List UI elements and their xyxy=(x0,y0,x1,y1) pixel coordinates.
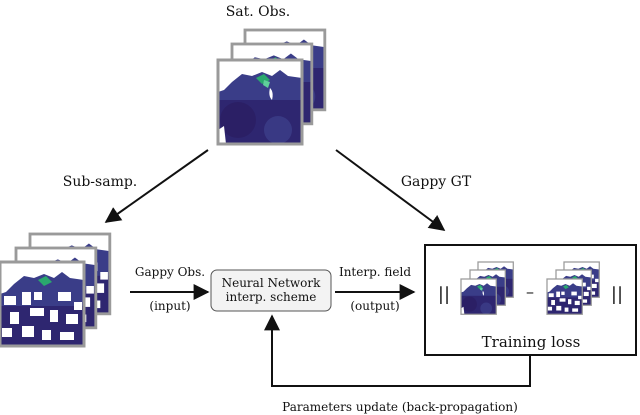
input-label: (input) xyxy=(149,299,190,313)
satellite-image-stack-icon xyxy=(216,28,327,146)
gappy-obs-label: Gappy Obs. xyxy=(135,265,205,279)
minus-sign: – xyxy=(526,282,534,301)
norm-right-bars: || xyxy=(611,284,623,305)
interp-image-stack-icon xyxy=(460,261,514,315)
backprop-feedback-arrow xyxy=(264,314,531,387)
sat-obs-label: Sat. Obs. xyxy=(226,4,291,20)
gappy-gt-image-stack-icon xyxy=(546,261,600,315)
gappy-image-stack-icon xyxy=(0,232,112,348)
training-loss-frame xyxy=(424,244,637,356)
training-loss-box: || – || Training loss xyxy=(424,244,637,356)
neural-network-box xyxy=(210,269,332,312)
neural-network-title: Neural Network xyxy=(222,276,322,290)
output-label: (output) xyxy=(350,299,399,313)
neural-network-node: Neural Network interp. scheme xyxy=(210,269,332,312)
training-loss-label: Training loss xyxy=(482,333,581,351)
neural-network-subtitle: interp. scheme xyxy=(226,290,317,304)
gappy-gt-arrow xyxy=(335,149,446,231)
sub-samp-label: Sub-samp. xyxy=(63,174,138,190)
norm-left-bars: || xyxy=(438,284,450,305)
gappy-gt-label: Gappy GT xyxy=(401,174,472,190)
interp-field-label: Interp. field xyxy=(339,265,411,279)
sub-samp-arrow xyxy=(104,149,209,223)
params-update-label: Parameters update (back-propagation) xyxy=(282,400,518,414)
